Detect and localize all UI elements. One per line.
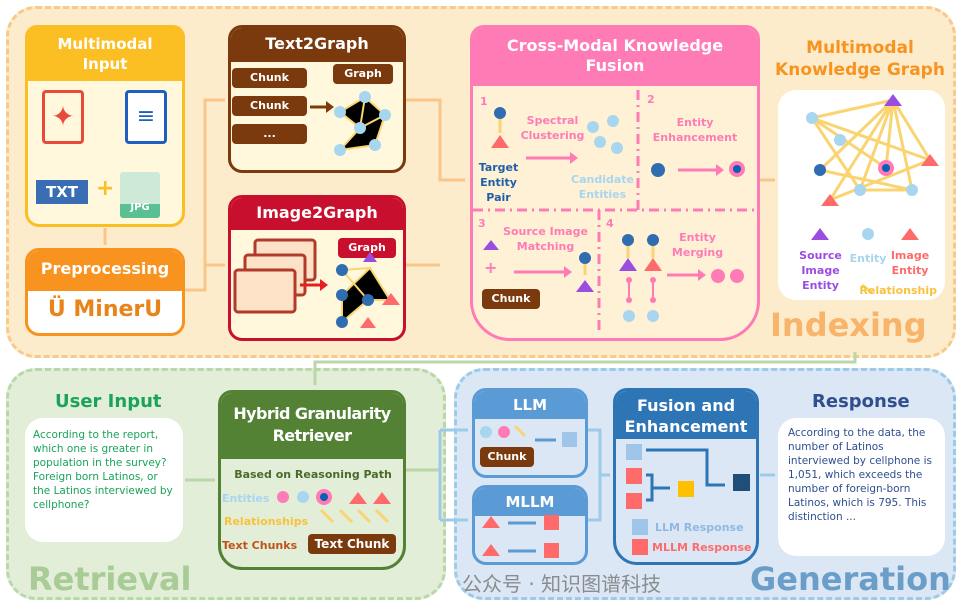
legend-relationship: Relationship [859, 284, 937, 297]
watermark: 公众号 · 知识图谱科技 [462, 572, 662, 596]
response-text: According to the data, the number of Lat… [788, 427, 932, 523]
user-input-text: According to the report, which one is gr… [33, 429, 173, 511]
cross-modal-fusion-title: Cross-Modal Knowledge Fusion [473, 28, 757, 86]
pdf-icon: ✦ [42, 90, 84, 144]
plus-sign: + [484, 258, 498, 277]
mineru-logo-text: MinerU [73, 297, 163, 322]
user-input-box[interactable]: According to the report, which one is gr… [25, 418, 183, 542]
text2graph-title: Text2Graph [231, 28, 403, 62]
mllm-response-legend: MLLM Response [652, 541, 752, 554]
mineru-logo-icon: Ü [47, 297, 74, 322]
step-1-number: 1 [480, 95, 488, 108]
image2graph-box: Image2Graph [228, 195, 406, 341]
txt-icon: TXT [36, 180, 88, 204]
doc-icon: ≡ [125, 90, 167, 144]
preprocessing-title: Preprocessing [28, 251, 182, 291]
llm-title: LLM [475, 391, 585, 419]
entities-label: Entities [222, 492, 270, 505]
legend-image-entity: Image Entity [890, 249, 930, 277]
indexing-label: Indexing [770, 306, 927, 344]
text-chunk-chip: Text Chunk [308, 534, 396, 554]
cross-modal-fusion-box: Cross-Modal Knowledge Fusion [470, 25, 760, 341]
fusion-enhancement-box: Fusion and Enhancement [613, 388, 759, 565]
mineru-logo: Ü MinerU [28, 297, 182, 322]
retrieval-label: Retrieval [28, 560, 192, 598]
text-chunks-label: Text Chunks [222, 539, 298, 552]
plus-sign: + [96, 176, 115, 201]
chunk-item: Chunk [232, 68, 307, 88]
user-input-title: User Input [55, 391, 162, 412]
entity-merging-label: Entity Merging [671, 231, 724, 259]
multimodal-input-header [25, 25, 185, 81]
preprocessing-box: Preprocessing Ü MinerU [25, 248, 185, 336]
response-box: According to the data, the number of Lat… [778, 418, 945, 556]
generation-label: Generation [750, 560, 951, 598]
graph-label: Graph [333, 64, 393, 84]
image2graph-title: Image2Graph [231, 198, 403, 230]
candidate-entities-label: Candidate Entities [571, 173, 634, 201]
chunk-chip: Chunk [480, 447, 534, 467]
mllm-title: MLLM [475, 488, 585, 516]
spectral-clustering-label: Spectral Clustering [520, 114, 585, 142]
image-stack-icon [233, 238, 317, 314]
multimodal-input-title: Multimodal Input [57, 35, 153, 73]
step-4-number: 4 [606, 217, 614, 230]
fusion-enhancement-title: Fusion and Enhancement [616, 391, 756, 439]
llm-response-legend: LLM Response [655, 521, 744, 534]
reasoning-path-subtitle: Based on Reasoning Path [234, 468, 392, 481]
graph-label: Graph [338, 238, 396, 258]
chunk-item: ... [232, 124, 307, 144]
chunk-item: Chunk [232, 96, 307, 116]
source-image-matching-label: Source Image Matching [503, 225, 588, 253]
mmkg-title: Multimodal Knowledge Graph [775, 38, 945, 80]
entity-enhancement-label: Entity Enhancement [652, 116, 738, 144]
target-entity-pair-label: Target Entity Pair [478, 161, 519, 204]
response-title: Response [812, 391, 910, 412]
step-3-number: 3 [478, 217, 486, 230]
step-2-number: 2 [647, 93, 655, 106]
jpg-icon: JPG [120, 172, 160, 218]
relationships-label: Relationships [224, 515, 309, 528]
hybrid-retriever-title: Hybrid Granularity Retriever [221, 393, 403, 459]
legend-entity: Entity [849, 252, 887, 265]
chunk-chip: Chunk [482, 289, 540, 309]
legend-source-image-entity: Source Image Entity [799, 249, 842, 292]
